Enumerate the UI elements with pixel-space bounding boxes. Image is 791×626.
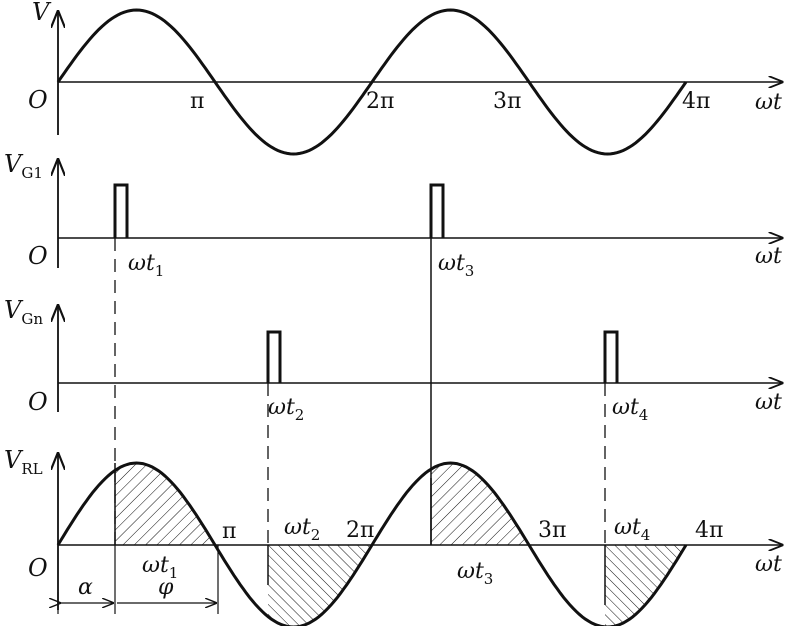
g1-pulse-3 xyxy=(429,183,445,238)
rl-label-wt3: ωt3 xyxy=(457,559,493,588)
alpha-label: α xyxy=(78,575,93,600)
g1-pulse-1 xyxy=(113,183,129,238)
rl-tick-3pi: 3π xyxy=(538,518,566,543)
rl-y-label: VRL xyxy=(4,446,43,478)
top-tick-pi: π xyxy=(190,89,204,114)
conduction-area-3 xyxy=(431,463,529,545)
g1-y-label: VG1 xyxy=(4,150,43,182)
g1-label-wt3: ωt3 xyxy=(438,251,474,280)
g1-x-label: ωt xyxy=(755,244,782,269)
gn-y-label: VGn xyxy=(4,296,43,328)
load-sine-wave xyxy=(56,461,688,626)
load-voltage-panel: VRL O ωt π 2π 3π 4π ωt1 ωt2 ωt3 ωt4 α φ xyxy=(4,446,782,626)
top-tick-3pi: 3π xyxy=(493,89,521,114)
rl-label-wt4: ωt4 xyxy=(614,515,650,544)
conduction-area-1 xyxy=(115,463,215,545)
rl-label-wt1: ωt1 xyxy=(142,553,178,582)
top-tick-4pi: 4π xyxy=(682,89,710,114)
g1-origin-label: O xyxy=(28,242,48,270)
conduction-area-2 xyxy=(268,545,372,626)
gn-origin-label: O xyxy=(28,388,48,416)
supply-sine-wave xyxy=(56,8,688,156)
gn-pulse-4 xyxy=(603,330,619,383)
gn-label-wt4: ωt4 xyxy=(612,395,648,424)
supply-voltage-panel: V O ωt π 2π 3π 4π xyxy=(28,0,782,156)
rl-tick-2pi: 2π xyxy=(346,518,374,543)
rl-label-wt2: ωt2 xyxy=(284,515,320,544)
gn-pulse-2 xyxy=(266,330,282,383)
top-tick-2pi: 2π xyxy=(366,89,394,114)
top-x-label: ωt xyxy=(755,90,782,115)
conduction-area-4 xyxy=(605,545,686,626)
rl-x-label: ωt xyxy=(755,552,782,577)
gn-x-label: ωt xyxy=(755,390,782,415)
gate-gn-panel: VGn O ωt ωt2 ωt4 xyxy=(4,296,782,424)
guide-lines xyxy=(114,238,606,545)
top-y-label: V xyxy=(32,0,52,26)
top-origin-label: O xyxy=(28,86,48,114)
rl-tick-4pi: 4π xyxy=(695,518,723,543)
rl-tick-pi: π xyxy=(222,519,236,544)
rl-origin-label: O xyxy=(28,554,48,582)
gate-g1-panel: VG1 O ωt ωt1 ωt3 xyxy=(4,150,782,280)
gn-label-wt2: ωt2 xyxy=(268,395,304,424)
g1-label-wt1: ωt1 xyxy=(128,251,164,280)
phi-label: φ xyxy=(158,575,174,600)
